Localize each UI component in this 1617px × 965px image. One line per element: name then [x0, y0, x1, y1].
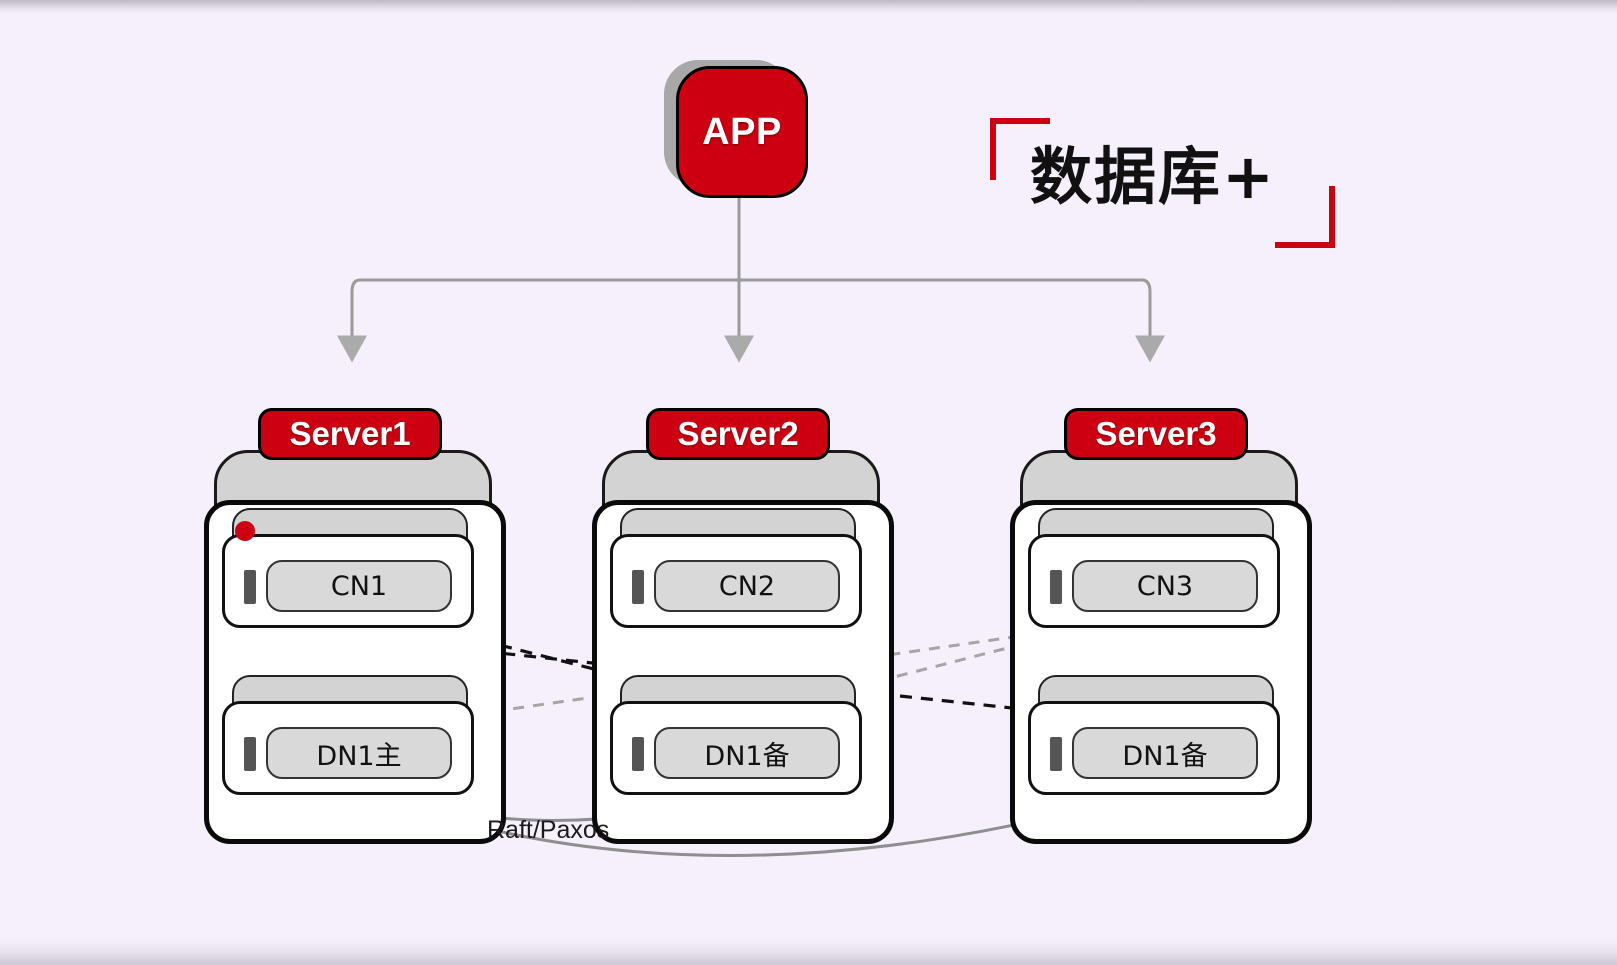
server1-status-dot: [235, 521, 255, 541]
app-fanout-wires: [337, 192, 1165, 363]
server-card-server1[interactable]: Server1 CN1 DN1主: [200, 408, 506, 844]
server-card-server2[interactable]: Server2 CN2 DN1备: [588, 408, 894, 844]
node-dn1-standby-2[interactable]: DN1备: [654, 727, 840, 779]
slot-cn1[interactable]: CN1: [222, 508, 474, 628]
node-dn1-primary[interactable]: DN1主: [266, 727, 452, 779]
server-card-server3[interactable]: Server3 CN3 DN1备: [1006, 408, 1312, 844]
app-node-label: APP: [676, 66, 808, 198]
server3-title: Server3: [1064, 408, 1248, 460]
slot-dn1-primary-handle: [244, 737, 256, 771]
watermark-bracket-left: [990, 118, 996, 180]
slot-cn3-handle: [1050, 570, 1062, 604]
app-node[interactable]: APP: [664, 60, 808, 198]
slot-dn1-standby-3-handle: [1050, 737, 1062, 771]
watermark-bracket-right: [1329, 186, 1335, 248]
node-dn1-standby-3[interactable]: DN1备: [1072, 727, 1258, 779]
slot-cn1-handle: [244, 570, 256, 604]
slot-cn3[interactable]: CN3: [1028, 508, 1280, 628]
watermark-text: 数据库+: [1030, 140, 1276, 213]
slot-cn2-handle: [632, 570, 644, 604]
node-cn2[interactable]: CN2: [654, 560, 840, 612]
watermark-bracket-top: [990, 118, 1050, 124]
watermark: 数据库+: [990, 118, 1335, 248]
node-cn3[interactable]: CN3: [1072, 560, 1258, 612]
server1-title: Server1: [258, 408, 442, 460]
raft-paxos-label: Raft/Paxos: [487, 816, 610, 844]
slot-dn1-standby-2-handle: [632, 737, 644, 771]
slot-dn1-standby-3[interactable]: DN1备: [1028, 675, 1280, 795]
slot-cn2[interactable]: CN2: [610, 508, 862, 628]
slot-dn1-primary[interactable]: DN1主: [222, 675, 474, 795]
server2-title: Server2: [646, 408, 830, 460]
watermark-bracket-bottom: [1275, 242, 1335, 248]
slot-dn1-standby-2[interactable]: DN1备: [610, 675, 862, 795]
node-cn1[interactable]: CN1: [266, 560, 452, 612]
